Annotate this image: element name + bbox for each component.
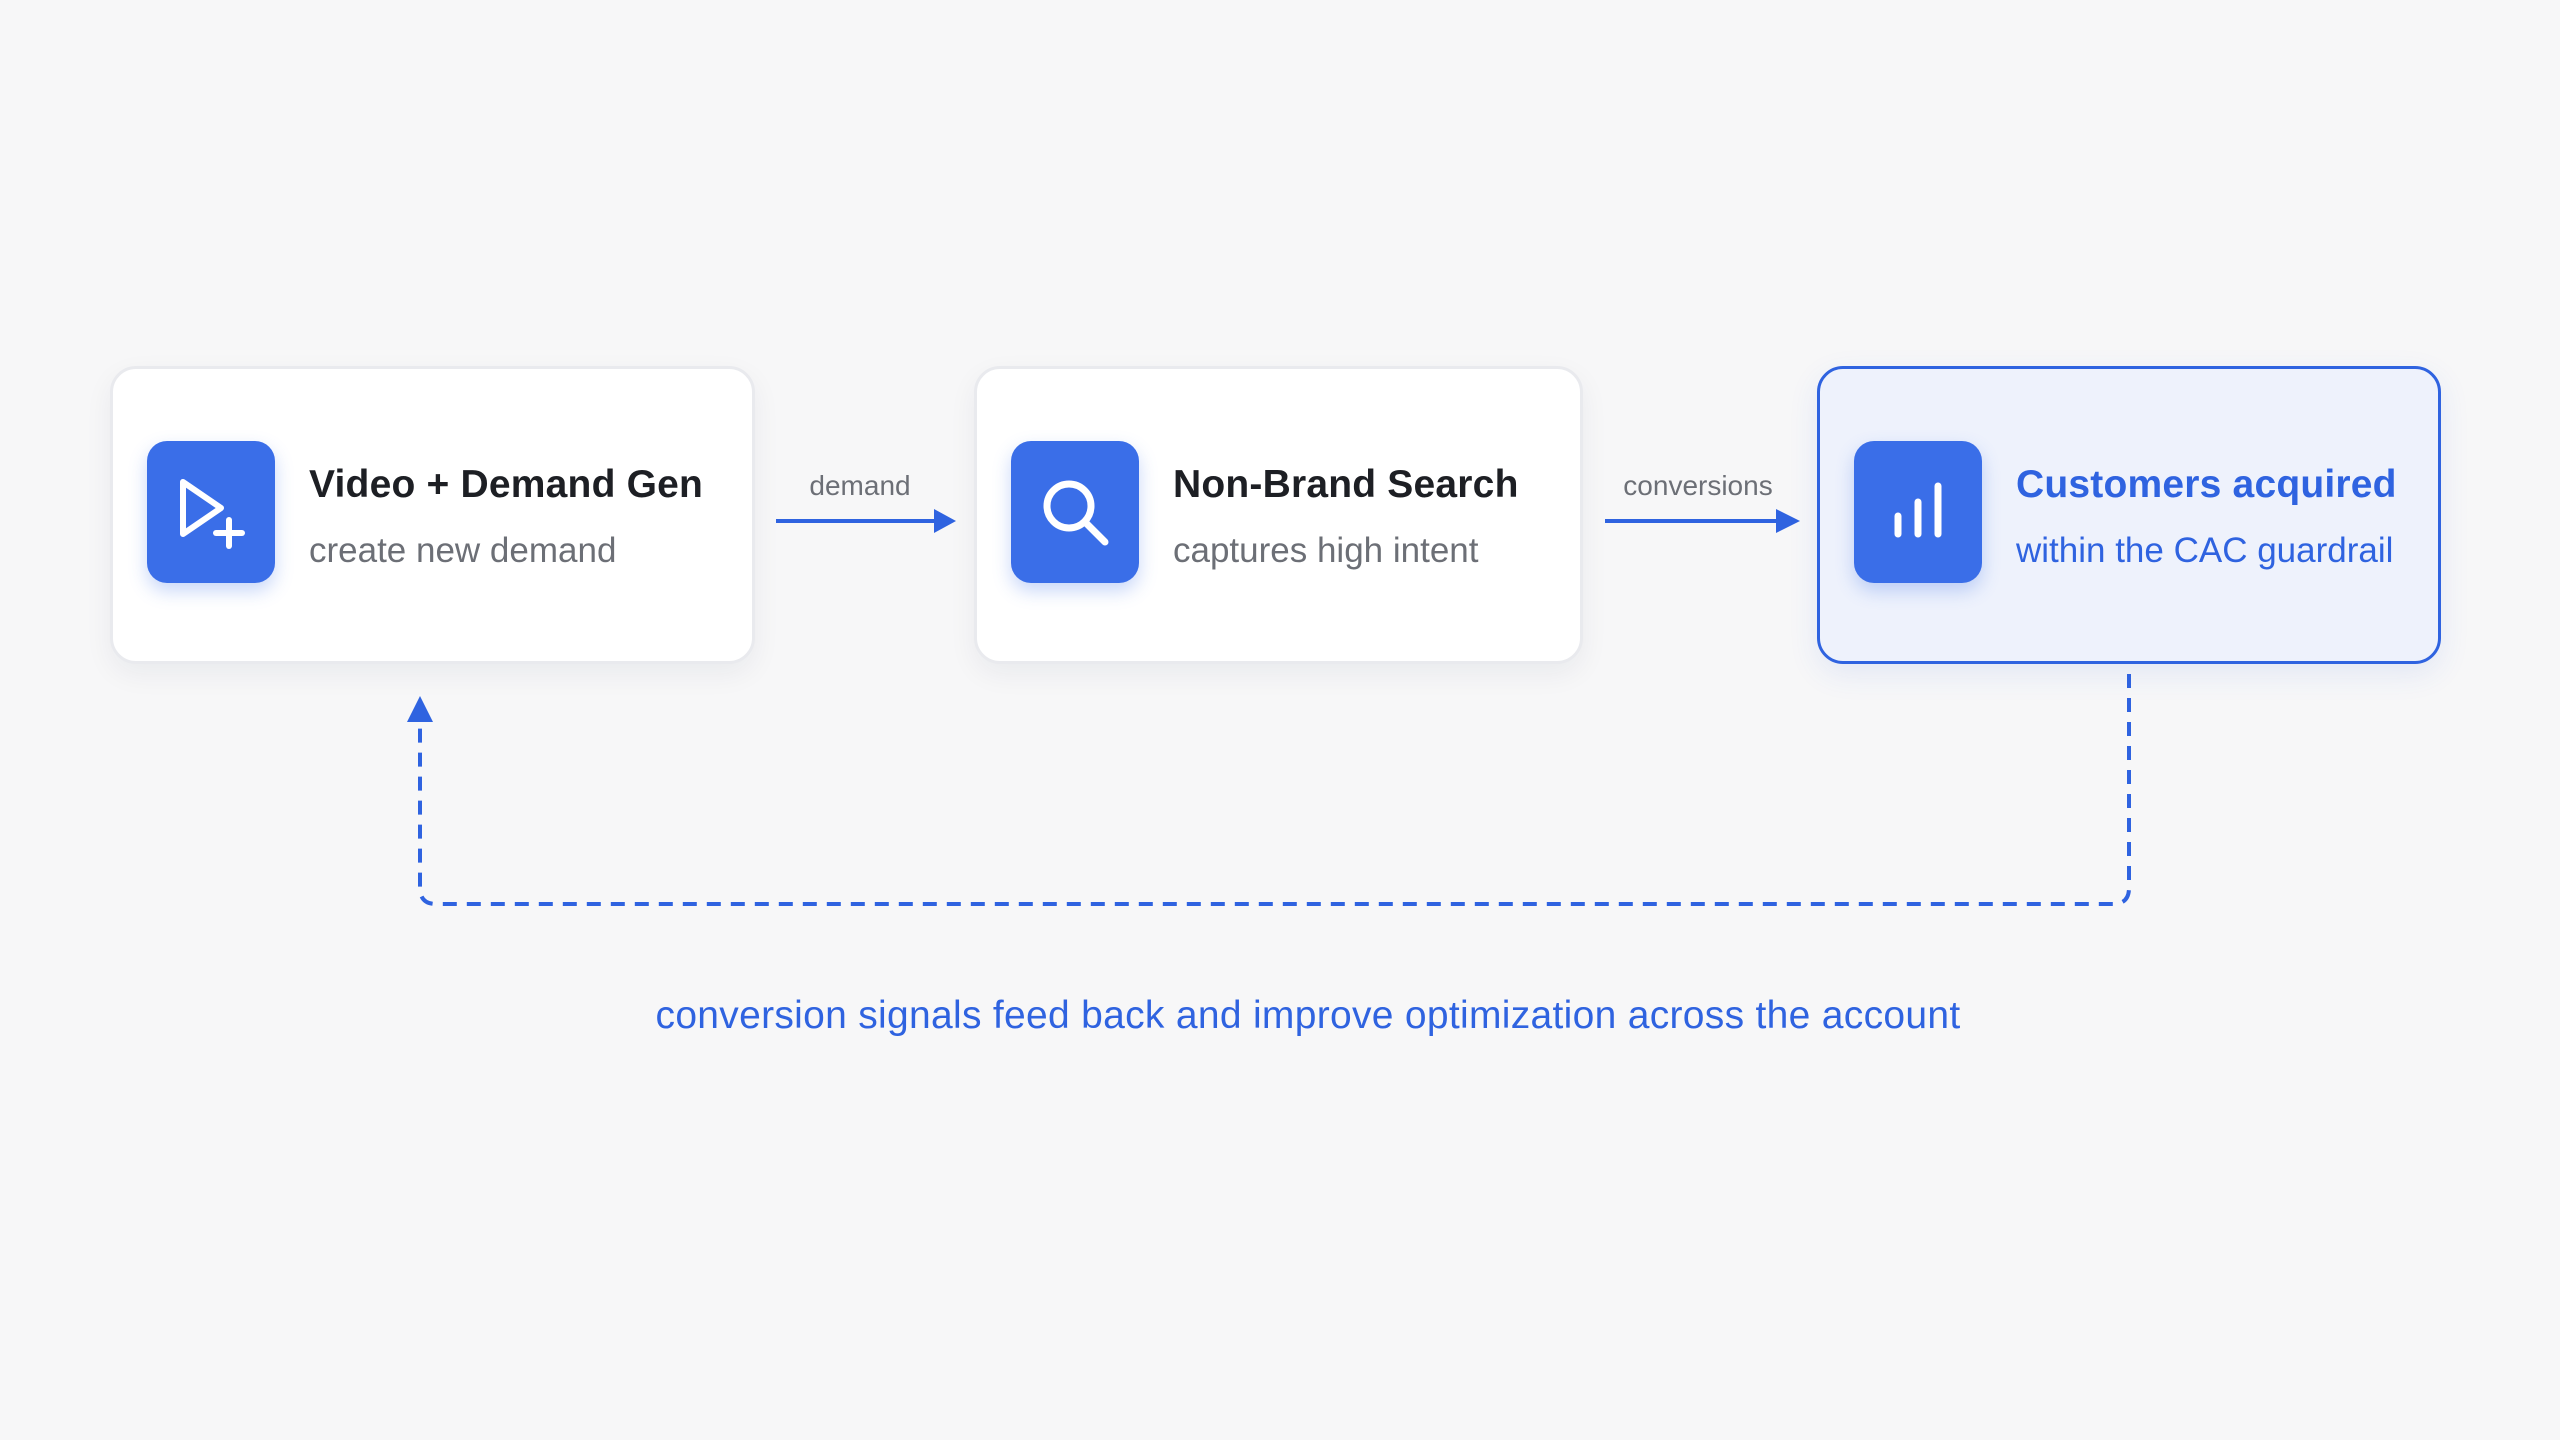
arrow-conversions [1605,509,1800,533]
node-title: Video + Demand Gen [309,463,704,506]
node-subtitle: within the CAC guardrail [2016,531,2394,570]
node-non-brand-search: Non-Brand Search captures high intent [974,366,1583,664]
search-icon [1011,441,1139,583]
bar-chart-icon [1854,441,1982,583]
feedback-loop-arrow [407,674,2131,906]
node-subtitle: captures high intent [1173,531,1479,570]
feedback-caption: conversion signals feed back and improve… [655,994,1961,1037]
node-subtitle: create new demand [309,531,617,570]
arrow-demand [776,509,956,533]
node-title: Non-Brand Search [1173,463,1519,506]
edge-label-demand: demand [809,470,911,501]
edge-label-conversions: conversions [1623,470,1773,501]
play-plus-icon [147,441,275,583]
node-video-demand-gen: Video + Demand Gen create new demand [110,366,755,664]
node-customers-acquired: Customers acquired within the CAC guardr… [1817,366,2441,664]
node-title: Customers acquired [2016,463,2397,506]
